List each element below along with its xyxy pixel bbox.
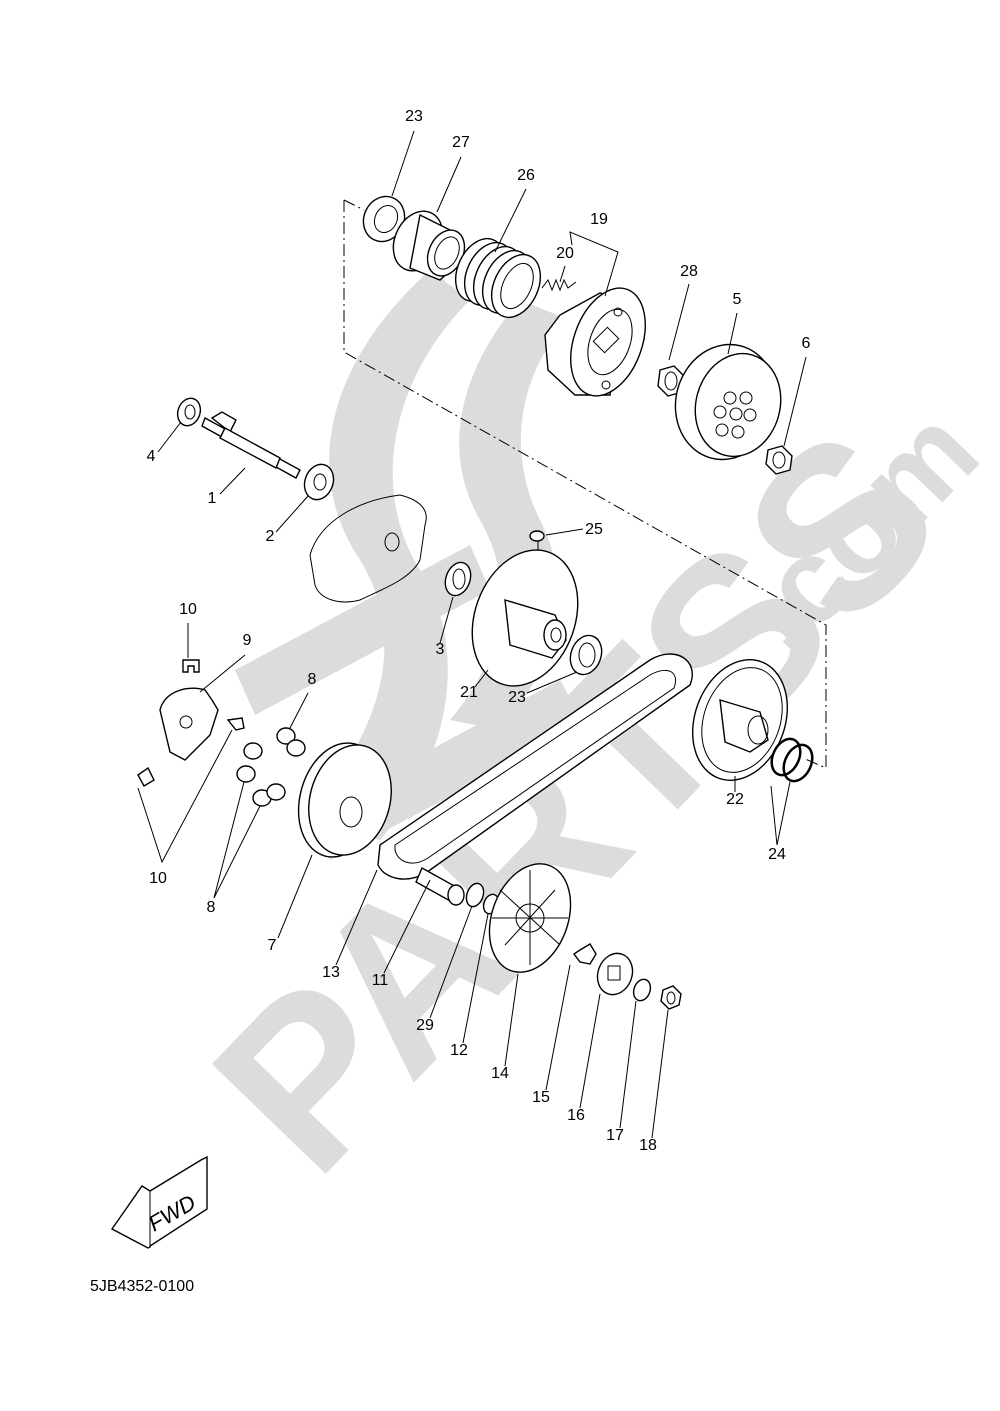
callout-5[interactable]: 5 [733, 291, 742, 308]
part-19-clutch-carrier [544, 287, 646, 397]
callout-8b[interactable]: 8 [207, 899, 216, 916]
part-21-secondary-fixed-sheave [471, 549, 579, 687]
callout-16[interactable]: 16 [567, 1107, 585, 1124]
leader-lines [137, 130, 807, 1139]
part-16-one-way-clutch [596, 952, 634, 996]
callout-8a[interactable]: 8 [308, 671, 317, 688]
callout-labels: 1 2 3 4 5 6 7 8 8 9 10 10 11 12 13 14 15… [147, 108, 811, 1154]
watermark-swoosh-1 [300, 270, 470, 840]
part-22-secondary-sliding-sheave [691, 659, 789, 781]
part-18-nut [660, 985, 682, 1010]
part-25-guide-pin [529, 530, 545, 542]
part-8-weights [236, 727, 306, 807]
callout-23a[interactable]: 23 [405, 108, 423, 125]
callout-10b[interactable]: 10 [149, 870, 167, 887]
part-6-nut [765, 445, 793, 475]
part-5-clutch-housing [674, 343, 782, 461]
part-14-primary-fixed-sheave [488, 863, 572, 973]
callout-7[interactable]: 7 [268, 937, 277, 954]
watermark-swoosh-3 [235, 545, 490, 715]
callout-11[interactable]: 11 [372, 972, 389, 989]
part-29-washer [465, 882, 485, 908]
callout-10a[interactable]: 10 [179, 601, 197, 618]
part-23-oil-seal-top [362, 195, 406, 243]
part-13-v-belt [377, 653, 693, 880]
callout-27[interactable]: 27 [452, 134, 470, 151]
part-23-oil-seal-mid [569, 634, 603, 676]
callout-29[interactable]: 29 [416, 1017, 434, 1034]
callout-13[interactable]: 13 [322, 964, 340, 981]
callout-23b[interactable]: 23 [508, 689, 526, 706]
part-20-spring [541, 278, 577, 292]
callout-20[interactable]: 20 [556, 245, 574, 262]
part-1-shaft [201, 411, 301, 479]
callout-14[interactable]: 14 [491, 1065, 509, 1082]
callout-17[interactable]: 17 [606, 1127, 624, 1144]
callout-25[interactable]: 25 [585, 521, 603, 538]
callout-28[interactable]: 28 [680, 263, 698, 280]
part-10-slider-left [137, 766, 155, 787]
part-24-o-rings [770, 737, 814, 783]
part-15-spacer [572, 943, 597, 965]
callout-4[interactable]: 4 [147, 448, 156, 465]
callout-15[interactable]: 15 [532, 1089, 550, 1106]
part-10-slider-right [226, 717, 245, 731]
callout-9[interactable]: 9 [243, 632, 252, 649]
forward-direction-arrow: FWD [110, 1155, 208, 1249]
part-17-washer [632, 978, 652, 1002]
part-2-bearing [303, 463, 335, 501]
callout-26[interactable]: 26 [517, 167, 535, 184]
callout-12[interactable]: 12 [450, 1042, 468, 1059]
callout-24[interactable]: 24 [768, 846, 786, 863]
callout-3[interactable]: 3 [436, 641, 445, 658]
part-7-primary-sliding-sheave [297, 742, 392, 858]
callout-19[interactable]: 19 [590, 211, 608, 228]
part-27-spring-seat [392, 210, 466, 281]
part-11-collar [415, 867, 465, 906]
callout-18[interactable]: 18 [639, 1137, 657, 1154]
part-4-bearing [176, 397, 202, 427]
callout-1[interactable]: 1 [208, 490, 217, 507]
part-9-cam [159, 687, 219, 761]
part-3-oil-seal [444, 561, 472, 597]
part-26-compression-spring [454, 237, 542, 319]
callout-2[interactable]: 2 [266, 528, 275, 545]
catalog-code: 5JB4352-0100 [90, 1278, 194, 1295]
callout-6[interactable]: 6 [802, 335, 811, 352]
callout-21[interactable]: 21 [460, 684, 478, 701]
part-10-slider-top [182, 659, 200, 673]
crankcase-outline [309, 494, 427, 603]
callout-22[interactable]: 22 [726, 791, 744, 808]
